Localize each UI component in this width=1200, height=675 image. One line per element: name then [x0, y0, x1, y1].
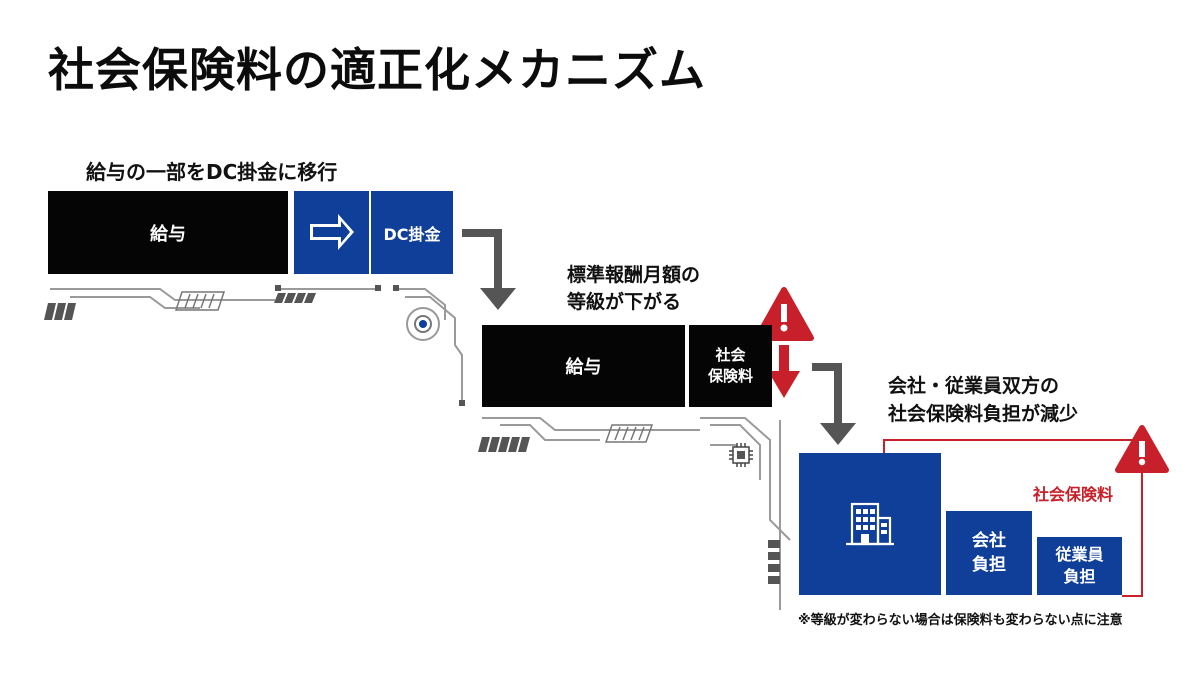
hatch-marks-step2 — [478, 437, 780, 584]
insurance-box-line1: 社会 — [715, 346, 746, 364]
employee-burden-line2: 負担 — [1063, 567, 1096, 586]
arrow-down-icon — [462, 229, 502, 290]
step2-caption-line2: 等級が下がる — [567, 291, 682, 313]
step2-caption-line1: 標準報酬月額の — [567, 264, 701, 286]
hatch-marks-step1 — [44, 285, 465, 406]
arrow-down-head-1 — [480, 288, 516, 310]
salary-box-step1: 給与 — [48, 191, 288, 274]
chip-icon — [729, 443, 753, 467]
salary-box-step2: 給与 — [482, 325, 685, 407]
building-icon — [846, 502, 894, 546]
step3-caption: 会社・従業員双方の 社会保険料負担が減少 — [888, 372, 1078, 428]
page-title: 社会保険料の適正化メカニズム — [48, 43, 706, 97]
hatch-outline-step2 — [604, 424, 654, 443]
transfer-arrow-box — [294, 191, 369, 274]
insurance-box-step2: 社会 保険料 — [689, 325, 772, 407]
warning-icon-2 — [1115, 425, 1169, 473]
arrow-down-head-2 — [820, 423, 856, 445]
circuit-traces-step1 — [50, 288, 463, 405]
arrow-down-icon-2 — [812, 363, 842, 425]
company-burden-box: 会社 負担 — [946, 511, 1032, 595]
insurance-box-line2: 保険料 — [707, 367, 753, 385]
company-burden-line2: 負担 — [972, 555, 1006, 575]
step1-caption: 給与の一部をDC掛金に移行 — [86, 160, 338, 184]
dc-contribution-box: DC掛金 — [371, 191, 453, 274]
company-burden-line1: 会社 — [972, 531, 1006, 551]
red-down-arrow-icon — [768, 345, 800, 398]
step3-caption-line2: 社会保険料負担が減少 — [888, 403, 1079, 425]
target-circle — [406, 307, 440, 341]
employee-burden-line1: 従業員 — [1055, 545, 1104, 564]
step2-caption: 標準報酬月額の 等級が下がる — [567, 262, 700, 316]
step3-caption-line1: 会社・従業員双方の — [888, 375, 1060, 397]
insurance-bracket-label: 社会保険料 — [1033, 485, 1114, 504]
company-building-box — [799, 453, 941, 595]
arrow-right-icon — [310, 214, 354, 250]
footnote: ※等級が変わらない場合は保険料も変わらない点に注意 — [798, 613, 1123, 628]
hatch-outline-step1 — [174, 291, 226, 311]
employee-burden-box: 従業員 負担 — [1037, 537, 1122, 595]
